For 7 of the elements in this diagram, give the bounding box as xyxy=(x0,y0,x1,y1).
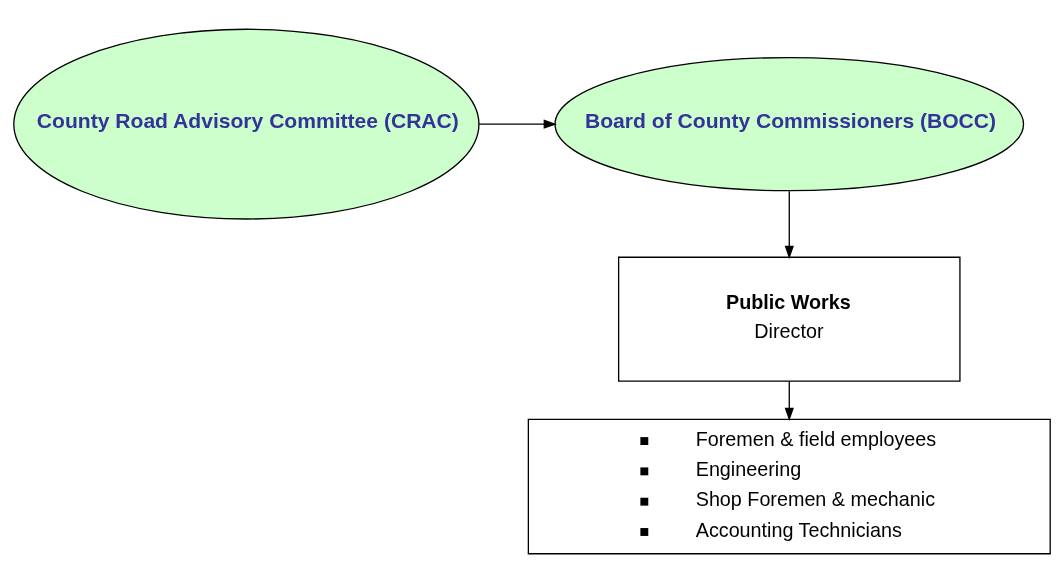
node-box: Public Works Director xyxy=(617,256,961,382)
node-ellipse: County Road Advisory Committee (CRAC) xyxy=(13,28,480,220)
arrow xyxy=(784,380,794,421)
node-box: Foremen & field employees Engineering Shop Foremen & mechanic Accounting Technicians xyxy=(527,418,1051,554)
node-ellipse: Board of County Commissioners (BOCC) xyxy=(554,56,1025,191)
arrow xyxy=(478,119,557,129)
arrow xyxy=(784,190,794,259)
